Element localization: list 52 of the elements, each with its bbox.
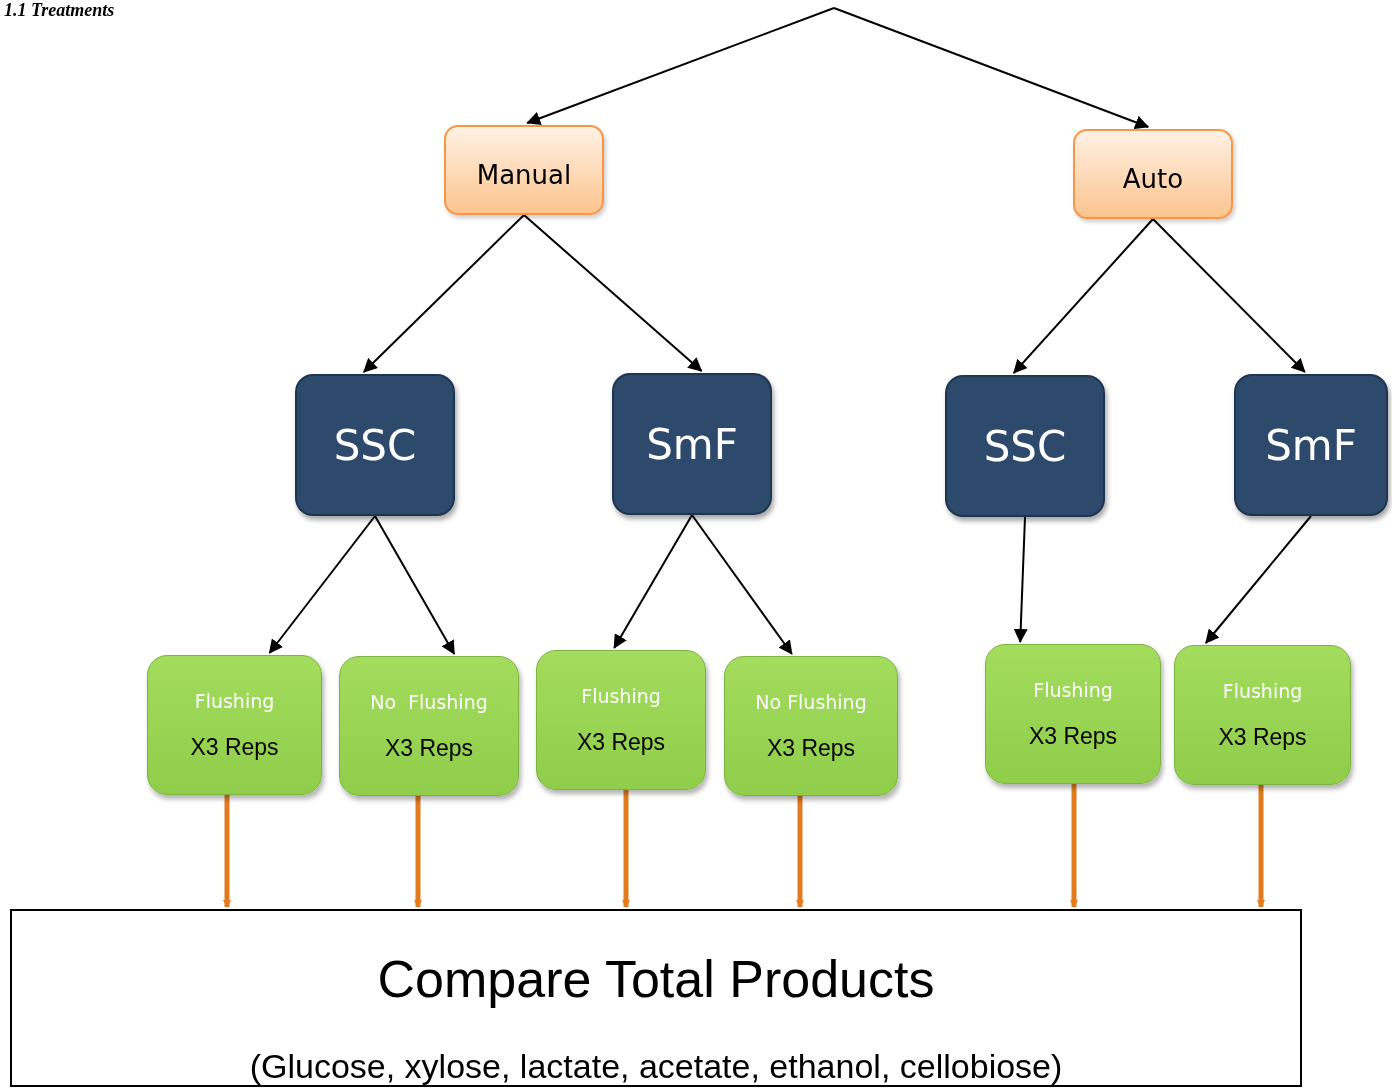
node-label: Manual <box>476 160 572 190</box>
replicate-label: X3 Reps <box>766 734 856 762</box>
arrow <box>374 515 456 655</box>
arrow <box>223 795 231 908</box>
treatment-label: Flushing <box>581 684 661 707</box>
category-box <box>1073 129 1233 219</box>
arrow <box>613 514 693 649</box>
node-label: Auto <box>1122 164 1184 194</box>
category-box <box>444 125 604 215</box>
method-box <box>945 375 1105 517</box>
replicate-label: X3 Reps <box>1218 723 1307 751</box>
treatment-label: No Flushing <box>370 690 488 713</box>
section-title: 1.1 Treatments <box>4 0 115 21</box>
arrow <box>414 796 422 908</box>
arrow <box>1012 218 1154 374</box>
arrow <box>1257 785 1265 908</box>
treatment-box <box>536 650 706 790</box>
arrow <box>1152 218 1306 373</box>
summary-box <box>10 909 1302 1087</box>
treatment-label: No Flushing <box>755 690 867 713</box>
replicate-label: X3 Reps <box>190 733 279 761</box>
arrow <box>1204 515 1312 644</box>
arrow <box>833 7 1150 129</box>
arrow <box>362 214 525 373</box>
treatment-label: Flushing <box>194 689 275 712</box>
treatment-label: Flushing <box>1222 679 1303 702</box>
arrow <box>268 515 376 654</box>
treatment-box <box>147 655 322 795</box>
arrow <box>796 796 804 908</box>
treatment-box <box>1174 645 1351 785</box>
method-box <box>295 374 455 516</box>
replicate-label: X3 Reps <box>384 734 474 762</box>
arrow <box>691 514 793 655</box>
arrow <box>523 214 703 372</box>
replicate-label: X3 Reps <box>1028 722 1118 750</box>
treatment-label: Flushing <box>1033 678 1113 701</box>
treatment-box <box>985 644 1161 784</box>
node-label: SSC <box>983 421 1067 471</box>
node-label: SmF <box>1265 420 1357 470</box>
summary-note: (Glucose, xylose, lactate, acetate, ethanol, cellobiose) <box>249 1047 1063 1086</box>
treatment-box <box>339 656 519 796</box>
method-box <box>612 373 772 515</box>
arrow <box>1013 516 1028 643</box>
node-label: SmF <box>646 419 738 469</box>
summary-heading: Compare Total Products <box>377 949 935 1009</box>
arrow <box>622 790 630 908</box>
replicate-label: X3 Reps <box>576 728 666 756</box>
method-box <box>1234 374 1388 516</box>
arrow <box>1070 784 1078 908</box>
node-label: SSC <box>333 420 417 470</box>
arrow <box>526 7 835 125</box>
treatment-box <box>724 656 898 796</box>
